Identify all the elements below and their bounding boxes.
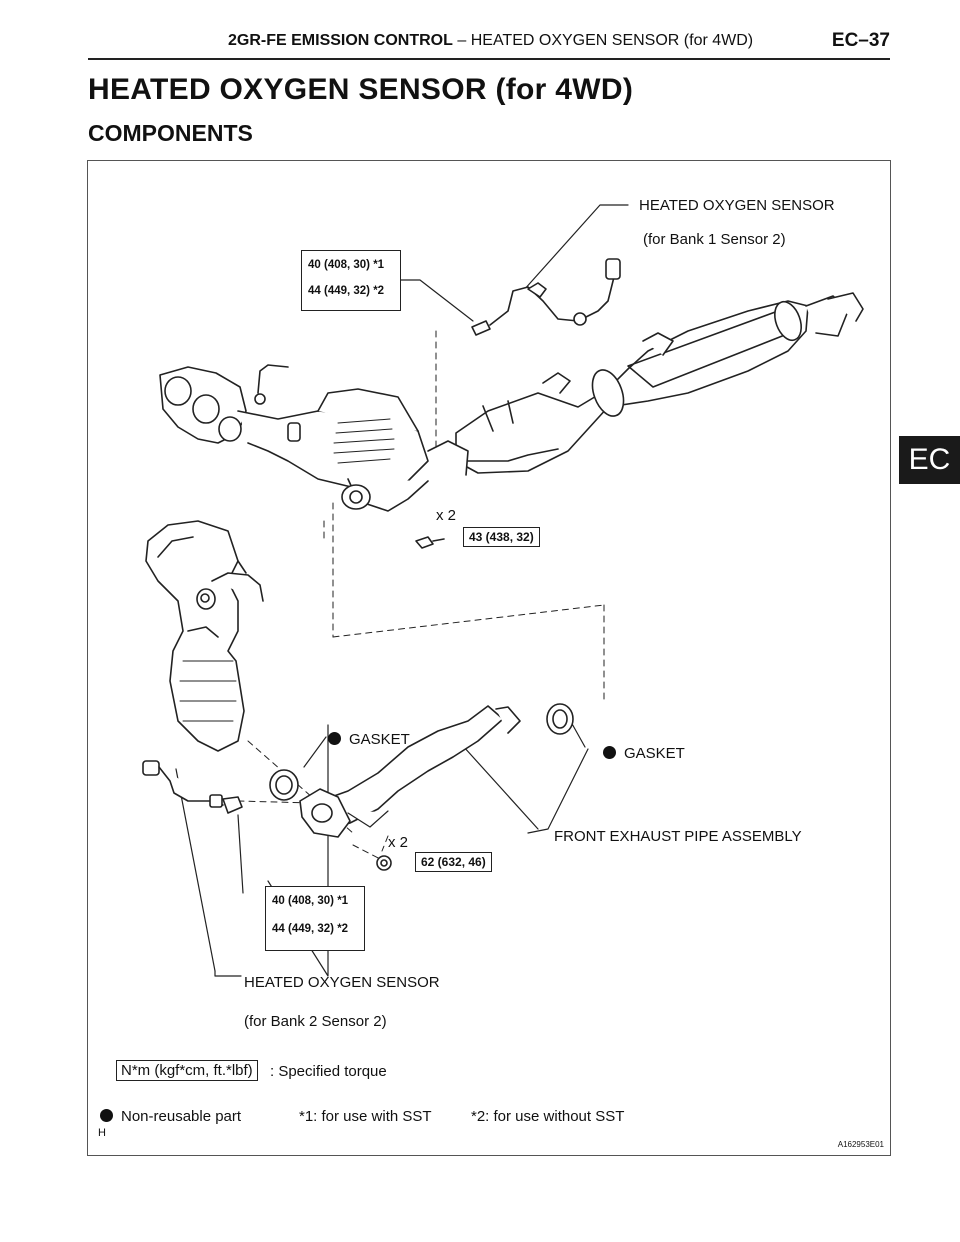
torque-box-sensor-bank1: 40 (408, 30) *1 44 (449, 32) *2 — [301, 250, 401, 311]
torque-box-sensor-bank2: 40 (408, 30) *1 44 (449, 32) *2 — [265, 886, 365, 951]
header-separator: – — [457, 32, 467, 49]
legend-note-sst: *1: for use with SST — [299, 1108, 432, 1125]
gasket-left-text: GASKET — [349, 731, 410, 748]
page-header: 2GR-FE EMISSION CONTROL – HEATED OXYGEN … — [88, 30, 890, 64]
section-tab[interactable]: EC — [899, 436, 960, 484]
exhaust-illustration — [142, 204, 864, 977]
torque-unit-box: N*m (kgf*cm, ft.*lbf) — [116, 1060, 258, 1081]
torque-unit-description: : Specified torque — [270, 1063, 387, 1080]
torque-value: 44 (449, 32) *2 — [308, 285, 385, 297]
qty-lower-label: x 2 — [388, 834, 409, 851]
fasteners — [376, 536, 445, 871]
lower-manifold — [145, 520, 264, 752]
gasket-right-label: GASKET — [603, 745, 685, 762]
upper-manifold — [159, 364, 469, 512]
header-section: 2GR-FE EMISSION CONTROL — [228, 32, 453, 49]
sensor-bank2-drawing — [142, 760, 243, 814]
front-pipe-label: FRONT EXHAUST PIPE ASSEMBLY — [554, 828, 802, 845]
torque-value: 44 (449, 32) *2 — [272, 923, 349, 935]
section-title: COMPONENTS — [88, 120, 253, 146]
sensor-bank1-drawing — [471, 258, 621, 336]
nonreusable-bullet-icon — [603, 746, 616, 759]
rear-pipe-assembly — [455, 292, 864, 474]
components-figure: HEATED OXYGEN SENSOR (for Bank 1 Sensor … — [87, 160, 891, 1156]
header-subsection: HEATED OXYGEN SENSOR (for 4WD) — [470, 32, 754, 49]
page-title: HEATED OXYGEN SENSOR (for 4WD) — [88, 73, 634, 106]
sensor-bank2-label-line1: HEATED OXYGEN SENSOR — [244, 974, 440, 991]
header-title: 2GR-FE EMISSION CONTROL – HEATED OXYGEN … — [228, 32, 753, 50]
torque-value: 40 (408, 30) *1 — [308, 259, 385, 271]
sensor-bank1-label-line1: HEATED OXYGEN SENSOR — [639, 197, 835, 214]
nonreusable-bullet-icon — [100, 1109, 113, 1122]
nonreusable-bullet-icon — [328, 732, 341, 745]
sensor-bank2-label-line2: (for Bank 2 Sensor 2) — [244, 1013, 387, 1030]
legend-nonreusable: Non-reusable part — [100, 1108, 241, 1125]
figure-corner-letter: H — [98, 1127, 106, 1139]
torque-box-nut: 62 (632, 46) — [415, 852, 492, 872]
front-pipe-drawing — [299, 705, 521, 838]
qty-upper-label: x 2 — [436, 507, 457, 524]
gasket-left-label: GASKET — [328, 731, 410, 748]
gasket-right-text: GASKET — [624, 745, 685, 762]
torque-value: 40 (408, 30) *1 — [272, 895, 349, 907]
gaskets — [269, 703, 574, 801]
torque-box-bolt: 43 (438, 32) — [463, 527, 540, 547]
figure-id: A162953E01 — [837, 1140, 884, 1149]
legend-note-no-sst: *2: for use without SST — [471, 1108, 625, 1125]
legend-nonreusable-text: Non-reusable part — [121, 1108, 242, 1125]
page-number: EC–37 — [831, 30, 890, 51]
sensor-bank1-label-line2: (for Bank 1 Sensor 2) — [643, 231, 786, 248]
header-rule — [88, 58, 890, 60]
